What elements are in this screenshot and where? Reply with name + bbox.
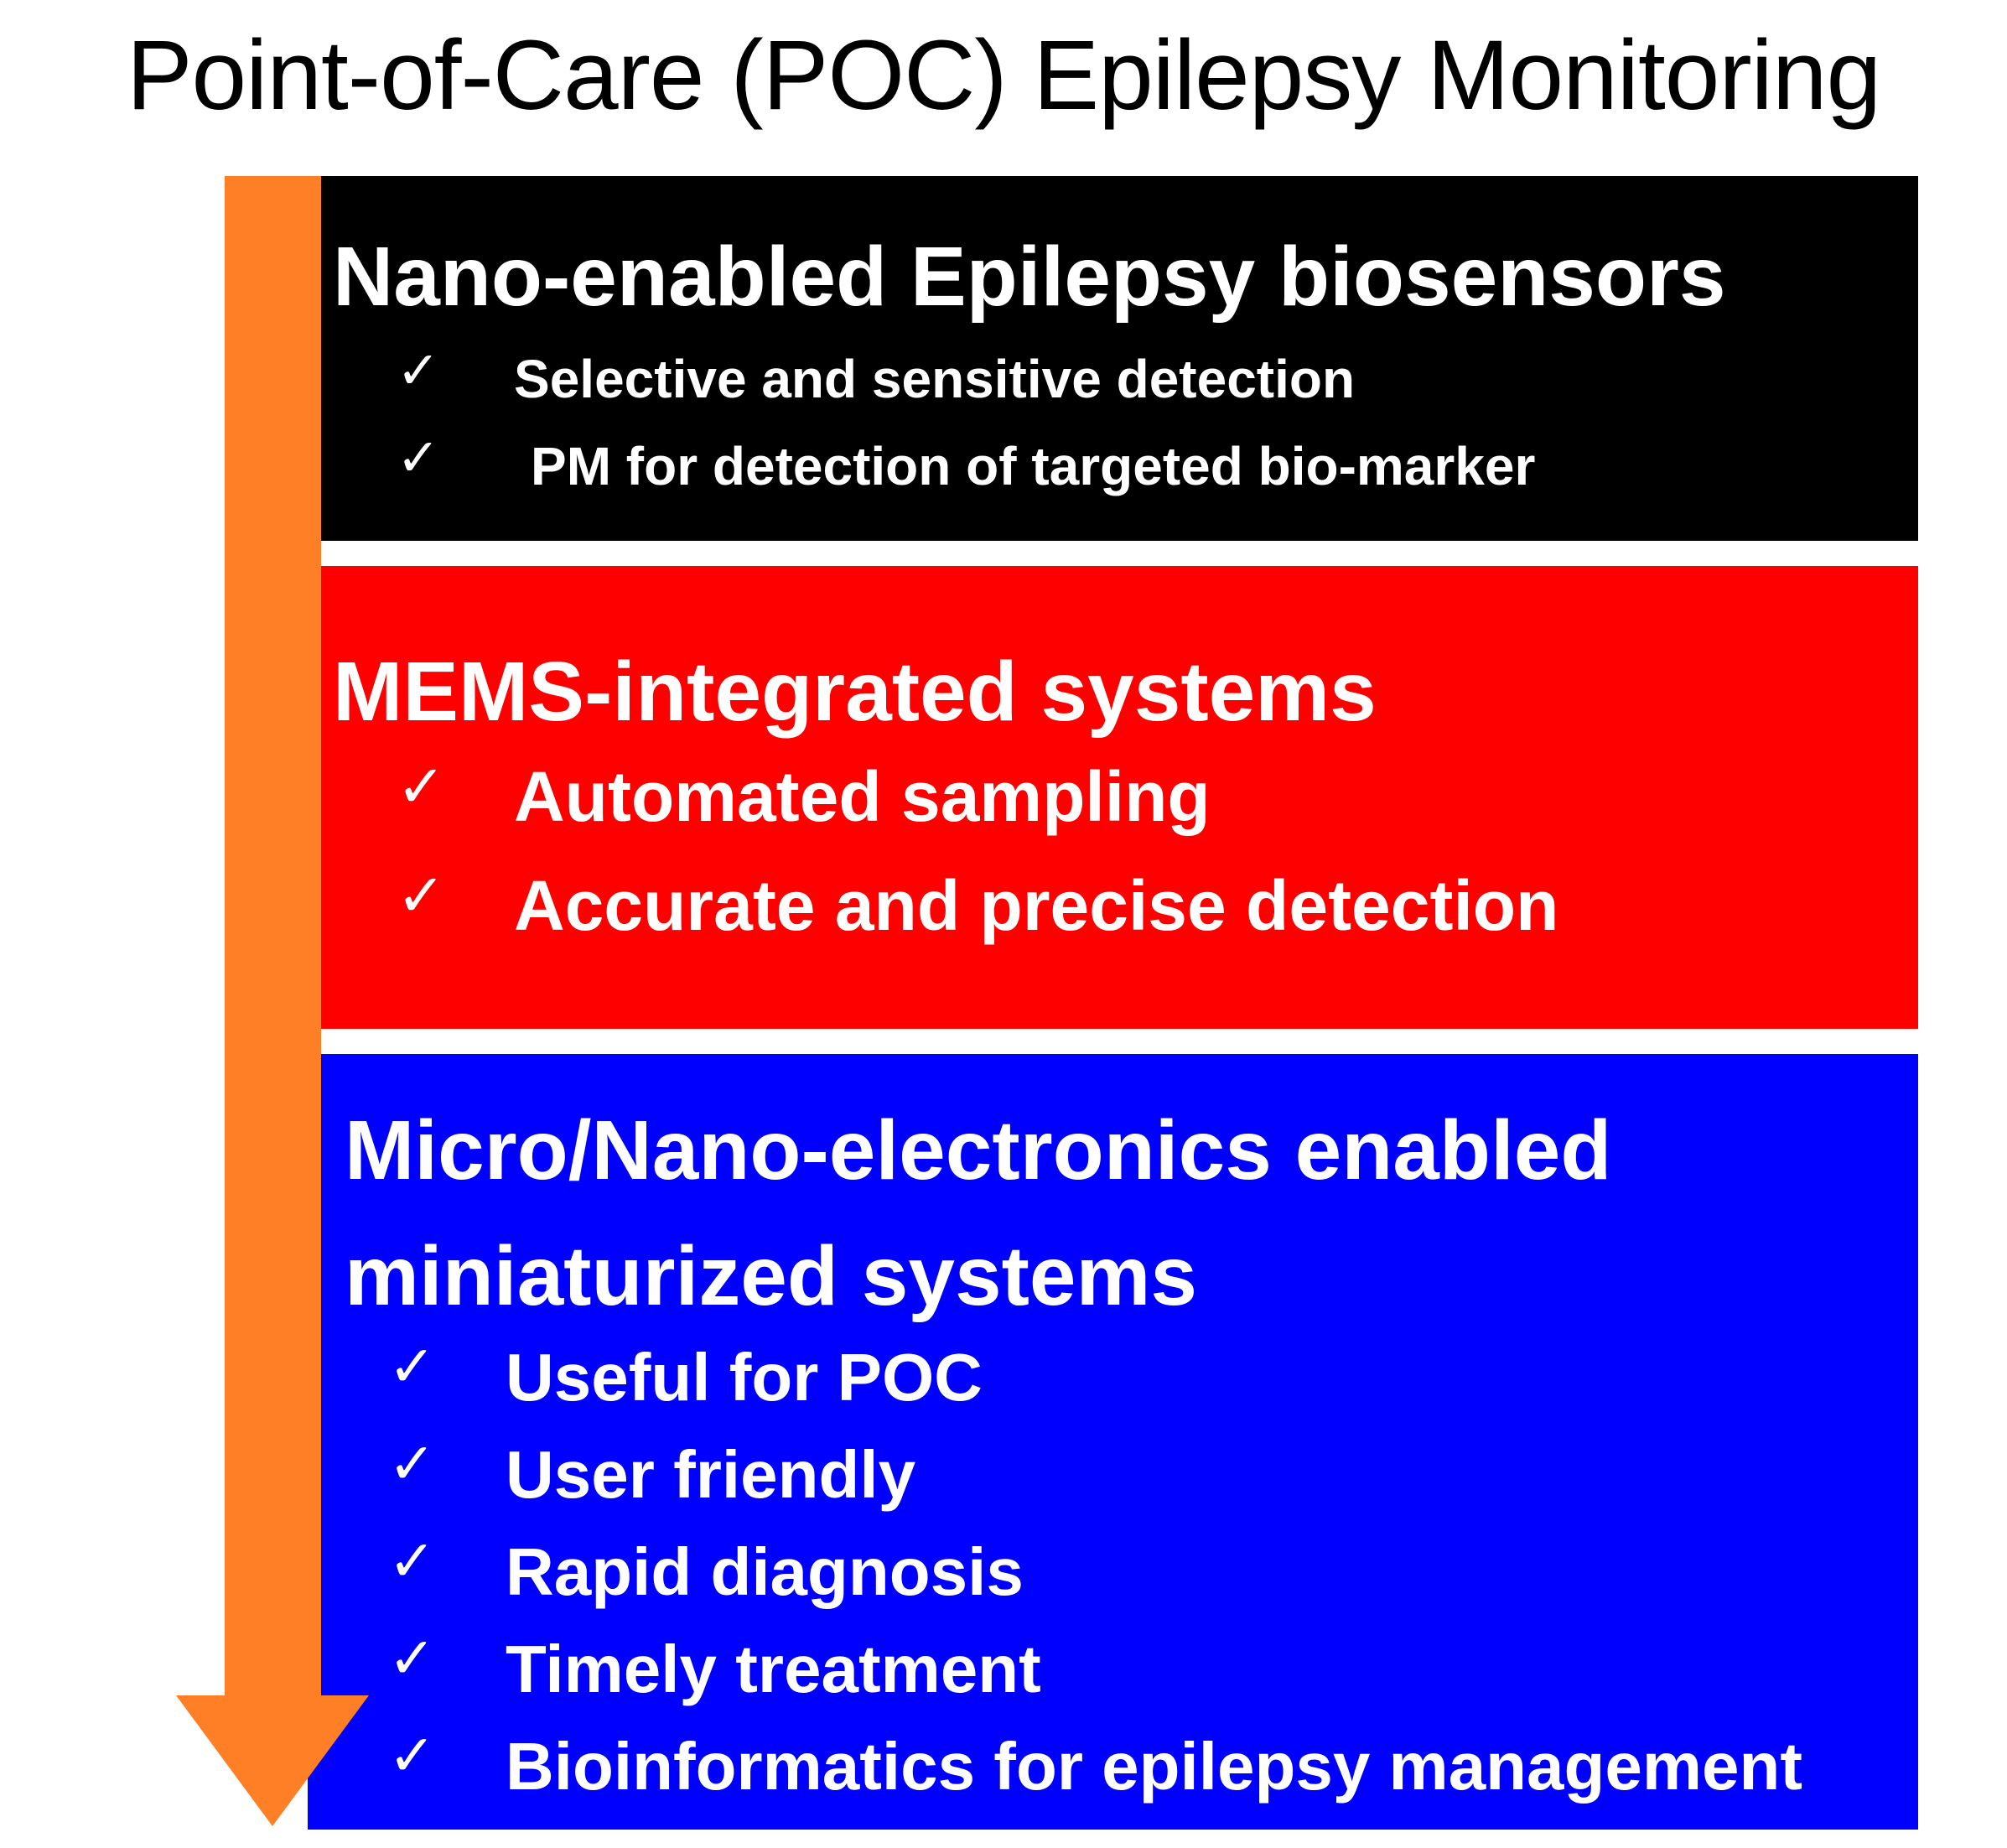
micro-nano-electronics-panel: Micro/Nano-electronics enabled miniaturi…	[308, 1054, 1918, 1830]
checkmark-icon: ✓	[388, 1723, 436, 1789]
list-item-text: Bioinformatics for epilepsy management	[506, 1729, 1803, 1804]
arrow-shaft	[225, 176, 321, 1698]
list-item: ✓ Timely treatment	[388, 1621, 1897, 1718]
mems-feature-list: ✓ Automated sampling ✓ Accurate and prec…	[397, 742, 1889, 960]
list-item: ✓ Accurate and precise detection	[397, 851, 1889, 960]
checkmark-icon: ✓	[388, 1431, 436, 1498]
list-item: ✓ Bioinformatics for epilepsy management	[388, 1718, 1897, 1815]
list-item-text: PM for detection of targeted bio-marker	[531, 436, 1536, 496]
checkmark-icon: ✓	[388, 1626, 436, 1692]
list-item-text: Useful for POC	[506, 1340, 983, 1415]
list-item-text: Automated sampling	[514, 757, 1211, 836]
checkmark-icon: ✓	[397, 427, 440, 488]
list-item-text: Selective and sensitive detection	[514, 349, 1356, 409]
micro-panel-title: Micro/Nano-electronics enabled miniaturi…	[345, 1103, 1612, 1323]
checkmark-icon: ✓	[397, 340, 440, 401]
list-item-text: Timely treatment	[506, 1632, 1041, 1706]
micro-feature-list: ✓ Useful for POC ✓ User friendly ✓ Rapid…	[388, 1329, 1897, 1815]
nano-feature-list: ✓ Selective and sensitive detection ✓ PM…	[397, 335, 1889, 510]
checkmark-icon: ✓	[397, 752, 446, 821]
list-item: ✓ Rapid diagnosis	[388, 1524, 1897, 1621]
list-item: ✓ PM for detection of targeted bio-marke…	[397, 423, 1889, 510]
list-item-text: User friendly	[506, 1437, 916, 1512]
list-item-text: Rapid diagnosis	[506, 1534, 1024, 1609]
list-item-text: Accurate and precise detection	[514, 866, 1559, 945]
nano-panel-title: Nano-enabled Epilepsy biosensors	[333, 230, 1726, 324]
mems-panel-title: MEMS-integrated systems	[333, 645, 1377, 739]
list-item: ✓ Automated sampling	[397, 742, 1889, 851]
list-item: ✓ Useful for POC	[388, 1329, 1897, 1426]
checkmark-icon: ✓	[388, 1529, 436, 1595]
mems-systems-panel: MEMS-integrated systems ✓ Automated samp…	[321, 566, 1918, 1029]
checkmark-icon: ✓	[388, 1334, 436, 1400]
page-title: Point-of-Care (POC) Epilepsy Monitoring	[126, 20, 1881, 131]
list-item: ✓ User friendly	[388, 1426, 1897, 1524]
list-item: ✓ Selective and sensitive detection	[397, 335, 1889, 423]
nano-biosensors-panel: Nano-enabled Epilepsy biosensors ✓ Selec…	[321, 176, 1918, 541]
checkmark-icon: ✓	[397, 861, 446, 930]
